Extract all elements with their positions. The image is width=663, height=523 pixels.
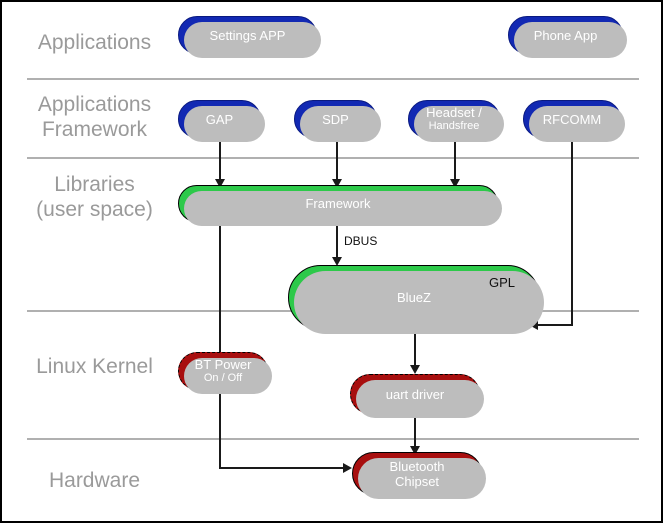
connector-rfcomm-horizontal — [538, 324, 573, 326]
divider-applications — [27, 78, 639, 80]
arrowhead-gap-to-framework — [215, 179, 225, 188]
layer-label-applications-framework: Applications Framework — [37, 93, 152, 141]
node-label-bt-power-line2: On / Off — [203, 372, 243, 384]
connector-sdp-to-framework — [336, 139, 338, 181]
node-shadow — [184, 22, 321, 58]
connector-rfcomm-vertical — [571, 139, 573, 326]
connector-gap-to-framework — [219, 139, 221, 181]
node-label-settings-app: Settings APP — [209, 27, 286, 43]
node-label-headset-handsfree: Headset / Handsfree — [420, 105, 488, 133]
node-shadow — [514, 22, 627, 58]
connector-uart-to-chipset — [414, 414, 416, 450]
node-label-bt-power: BT Power On / Off — [189, 357, 258, 385]
node-label-bt-power-line1: BT Power — [194, 357, 252, 372]
node-label-headset-line1: Headset / — [426, 105, 482, 120]
node-shadow — [300, 106, 381, 142]
node-label-bluetooth-chipset: Bluetooth Chipset — [384, 459, 451, 489]
node-phone-app[interactable]: Phone App — [508, 16, 627, 58]
layer-label-libraries: Libraries (user space) — [36, 173, 153, 221]
node-sdp[interactable]: SDP — [294, 100, 381, 142]
node-bluez[interactable]: GPL BlueZ — [288, 265, 544, 334]
node-rfcomm[interactable]: RFCOMM — [523, 100, 625, 142]
node-framework[interactable]: Framework — [178, 185, 502, 226]
layer-label-linux-kernel: Linux Kernel — [36, 355, 153, 378]
arrowhead-headset-to-framework — [450, 179, 460, 188]
arrowhead-sdp-to-framework — [332, 179, 342, 188]
edge-label-dbus: DBUS — [344, 234, 378, 248]
connector-framework-to-chipset-vertical — [219, 221, 221, 469]
connector-framework-to-bluez — [336, 221, 338, 259]
node-uart-driver[interactable]: uart driver — [350, 374, 484, 418]
node-gap[interactable]: GAP — [178, 100, 265, 142]
arrowhead-bluez-to-uart — [410, 365, 420, 374]
node-label-phone-app: Phone App — [533, 27, 598, 43]
arrowhead-framework-to-bluez — [332, 257, 342, 266]
arrowhead-to-bluetooth-chipset — [343, 463, 352, 473]
layer-label-hardware: Hardware — [48, 469, 141, 492]
node-bt-power[interactable]: BT Power On / Off — [178, 352, 272, 394]
node-shadow — [358, 458, 486, 499]
node-shadow — [184, 106, 265, 142]
node-bluetooth-chipset[interactable]: Bluetooth Chipset — [352, 452, 486, 499]
divider-linux-kernel — [27, 438, 639, 440]
divider-apps-framework — [27, 157, 639, 159]
node-shadow — [184, 358, 272, 394]
node-tag-gpl: GPL — [488, 275, 515, 290]
node-shadow — [294, 271, 544, 334]
node-settings-app[interactable]: Settings APP — [178, 16, 321, 58]
node-label-framework: Framework — [305, 196, 371, 211]
layer-label-applications: Applications — [37, 31, 152, 54]
node-label-uart-driver: uart driver — [385, 386, 445, 402]
node-label-sdp: SDP — [322, 111, 349, 127]
connector-bluez-to-uart — [414, 329, 416, 367]
connector-headset-to-framework — [454, 139, 456, 181]
node-shadow — [184, 191, 502, 226]
arrowhead-uart-to-chipset — [410, 446, 420, 455]
node-headset-handsfree[interactable]: Headset / Handsfree — [408, 100, 504, 142]
node-label-bluez: BlueZ — [397, 290, 431, 305]
node-label-gap: GAP — [205, 111, 234, 127]
node-label-headset-line2: Handsfree — [428, 120, 480, 132]
node-shadow — [529, 106, 625, 142]
connector-framework-to-chipset-horizontal — [219, 467, 346, 469]
node-label-rfcomm: RFCOMM — [542, 111, 602, 127]
node-label-chipset-line1: Bluetooth — [389, 458, 445, 474]
node-shadow — [356, 380, 484, 418]
node-shadow — [414, 106, 504, 142]
node-label-chipset-line2: Chipset — [394, 473, 440, 489]
